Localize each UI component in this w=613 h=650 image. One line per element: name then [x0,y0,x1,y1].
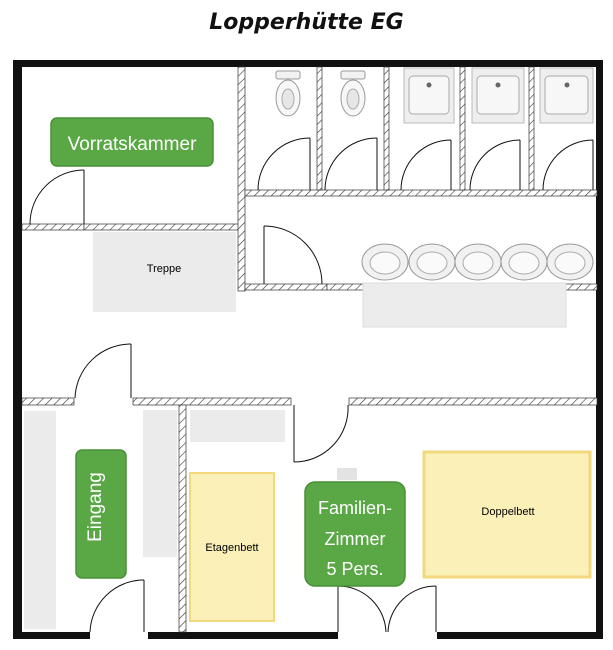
corridor-door [74,343,132,399]
small-fixture [337,468,357,480]
pantry-label: Vorratskammer [68,134,197,155]
wardrobe-left [24,411,56,629]
stall-doors [257,137,594,191]
family-room-label-line3: 5 Pers. [326,559,383,579]
shelf-entrance [143,410,177,557]
toilets [275,67,594,124]
double-bed: Doppelbett [422,450,592,579]
plan-title: Lopperhütte EG [209,10,404,35]
shelf-top [190,410,285,442]
stairs [93,232,236,312]
sink-1 [361,243,409,281]
sink-2 [408,243,456,281]
sink-3 [454,243,502,281]
urinal-2 [471,67,525,124]
family-room-label-box: Familien- Zimmer 5 Pers. [304,481,406,587]
pantry-label-box: Vorratskammer [50,117,214,167]
washroom-door [263,225,323,285]
urinal-1 [403,67,455,124]
entrance-label-box: Eingang [75,449,127,579]
double-bed-label: Doppelbett [481,506,534,518]
toilet-2 [340,70,366,117]
family-room-label-line1: Familien- [318,498,392,518]
entrance-label: Eingang [85,472,106,542]
sink-5 [546,243,594,281]
pantry-door [29,169,85,225]
stairs-label: Treppe [147,263,181,275]
urinal-3 [539,67,594,124]
family-room-label-line2: Zimmer [325,529,386,549]
toilet-1 [275,70,301,117]
family-room-door [293,404,349,463]
sink-4 [500,243,548,281]
main-entrance-door [89,579,145,633]
sinks [361,243,594,328]
double-door [337,585,437,633]
bunk-bed-label: Etagenbett [205,542,258,554]
bunk-bed: Etagenbett [189,472,275,622]
outer-walls [13,60,603,639]
